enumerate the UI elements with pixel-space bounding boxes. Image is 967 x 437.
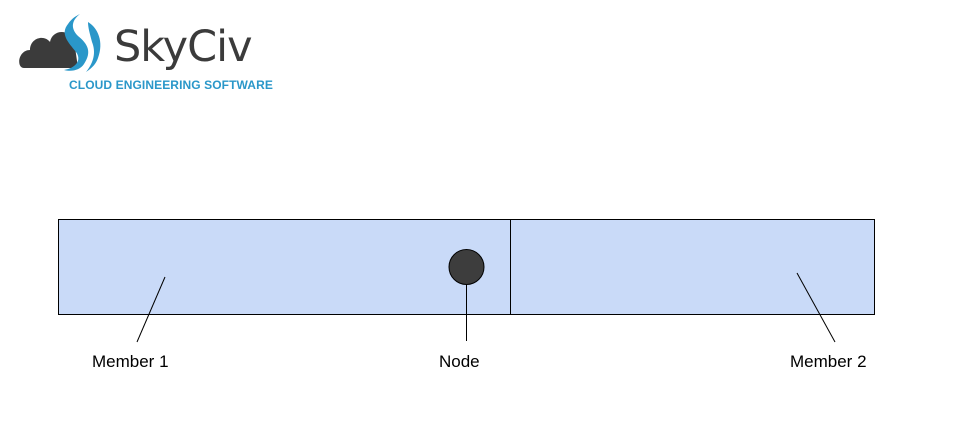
member-1-label: Member 1	[92, 352, 169, 371]
swoosh-shape	[64, 14, 89, 71]
skyciv-cloud-logo-icon	[19, 14, 101, 72]
member-1-leader-line	[136, 276, 166, 343]
member-2-label: Member 2	[790, 352, 867, 371]
skyciv-logo: SkyCiv CLOUD ENGINEERING SOFTWARE	[18, 12, 288, 96]
swoosh-highlight	[86, 22, 101, 72]
cloud-shape	[19, 31, 78, 68]
member-2-leader-line	[796, 272, 836, 343]
node-circle	[448, 249, 485, 285]
node-label: Node	[439, 352, 480, 371]
logo-wordmark: SkyCiv	[114, 22, 253, 72]
logo-tagline: CLOUD ENGINEERING SOFTWARE	[69, 78, 273, 92]
member-1-rect	[58, 219, 511, 315]
member-2-rect	[510, 219, 875, 315]
